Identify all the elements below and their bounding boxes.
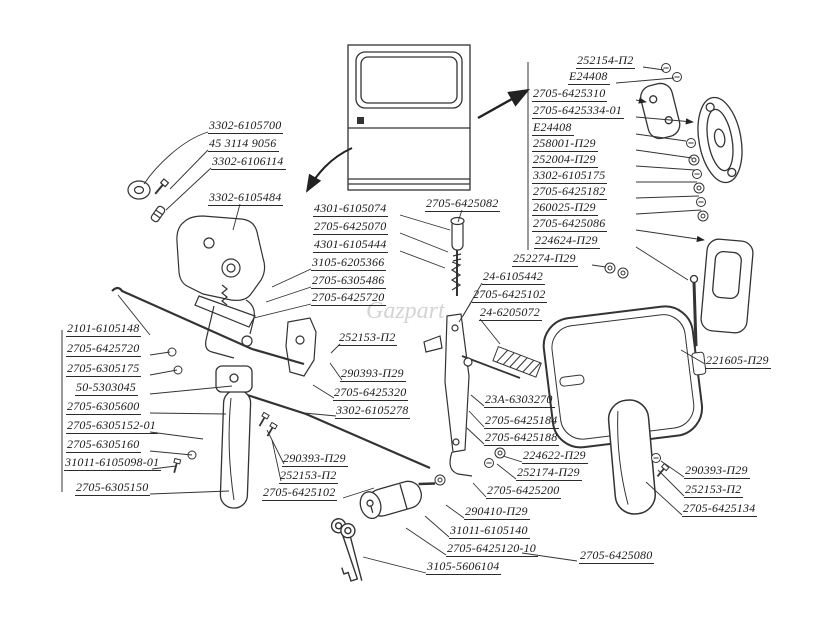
part-outer-handle-base-icon xyxy=(640,82,681,140)
part-label: 2705-6425720 xyxy=(66,341,142,358)
part-washer-screws-icon xyxy=(127,178,170,223)
part-label: 3302-6105700 xyxy=(208,118,284,135)
part-label: 221605-П29 xyxy=(705,353,771,370)
part-label: 3302-6105278 xyxy=(335,403,411,420)
part-hinge-bracket-icon xyxy=(681,238,754,355)
part-center-nuts-icon xyxy=(484,447,506,468)
part-lock-bracket-icon xyxy=(285,317,317,377)
part-label: 2705-6425720 xyxy=(311,290,387,307)
part-label: 2705-6305160 xyxy=(66,437,142,454)
part-label: 252153-П2 xyxy=(338,330,398,347)
part-label: 2705-6305152-01 xyxy=(66,418,158,435)
part-label: 252153-П2 xyxy=(279,468,339,485)
part-lock-knob-linkage-icon xyxy=(423,216,521,477)
part-label: 24-6205072 xyxy=(479,305,542,322)
part-label: 3105-5606104 xyxy=(426,559,502,576)
part-label: 290410-П29 xyxy=(464,504,530,521)
part-label: 2705-6305600 xyxy=(66,399,142,416)
part-door-pull-icon xyxy=(215,365,253,509)
part-label: 2705-6305150 xyxy=(75,480,151,497)
part-label: 2705-6425102 xyxy=(262,485,338,502)
part-lock-cylinder-icon xyxy=(359,480,436,520)
part-label: 2705-6425080 xyxy=(579,548,655,565)
part-link-rods-icon xyxy=(111,286,431,470)
part-label: 290393-П29 xyxy=(282,451,348,468)
part-label: 2705-6425184 xyxy=(484,413,560,430)
part-keys-icon xyxy=(330,518,363,582)
part-label: 290393-П29 xyxy=(340,366,406,383)
part-label: 2101-6105148 xyxy=(66,321,142,338)
part-handle-escutcheon-icon xyxy=(697,96,743,184)
part-label: 224622-П29 xyxy=(522,448,588,465)
part-label: 252153-П2 xyxy=(684,482,744,499)
part-lock-panel-icon xyxy=(542,305,707,449)
part-label: 260025-П29 xyxy=(532,200,598,217)
part-label: 258001-П29 xyxy=(532,136,598,153)
part-label: 252154-П2 xyxy=(576,53,636,70)
part-label: 252174-П29 xyxy=(516,465,582,482)
part-coil-spring-icon xyxy=(492,346,542,378)
part-label: 3105-6205366 xyxy=(311,255,387,272)
leader-lines xyxy=(117,66,706,574)
part-label: Е24408 xyxy=(532,120,574,137)
part-label: 224624-П29 xyxy=(534,233,600,250)
part-door-lock-assembly-icon xyxy=(176,215,266,359)
pointer-arrow-icons xyxy=(305,88,531,193)
label-bracket-lines xyxy=(61,62,529,492)
watermark: Gazpart xyxy=(366,298,446,324)
part-label: Е24408 xyxy=(568,69,610,86)
part-label: 31011-6105140 xyxy=(449,523,530,540)
part-sliding-door-icon xyxy=(347,44,471,191)
part-label: 290393-П29 xyxy=(684,463,750,480)
part-label: 2705-6425182 xyxy=(532,184,608,201)
part-label: 3302-6106114 xyxy=(211,154,286,171)
part-label: 2705-6425102 xyxy=(472,287,548,304)
part-label: 2705-6425070 xyxy=(313,219,389,236)
part-label: 2705-6425086 xyxy=(532,216,608,233)
part-label: 45 3114 9056 xyxy=(208,136,279,153)
part-label: 2705-6425188 xyxy=(484,430,560,447)
part-label: 24-6105442 xyxy=(482,269,545,286)
part-label: 2705-6425134 xyxy=(682,501,758,518)
part-label: 2705-6425120-10 xyxy=(446,541,538,558)
part-label: 2705-6425310 xyxy=(532,86,608,103)
part-label: 252004-П29 xyxy=(532,152,598,169)
part-label: 50-5303045 xyxy=(75,380,138,397)
part-label: 3302-6105484 xyxy=(208,190,284,207)
part-label: 3302-6105175 xyxy=(532,168,608,185)
part-label: 2705-6425200 xyxy=(486,483,562,500)
part-label: 2705-6425320 xyxy=(333,385,409,402)
part-label: 31011-6105098-01 xyxy=(64,455,162,472)
part-label: 2705-6425082 xyxy=(425,196,501,213)
part-label: 2705-6425334-01 xyxy=(532,103,624,120)
part-label: 23А-6303270 xyxy=(484,392,555,409)
part-cylinder-washer-icon xyxy=(434,474,446,486)
part-label: 2705-6305486 xyxy=(311,273,387,290)
part-label: 252274-П29 xyxy=(512,251,578,268)
part-label: 4301-6105444 xyxy=(313,237,389,254)
part-label: 2705-6305175 xyxy=(66,361,142,378)
part-label: 4301-6105074 xyxy=(313,201,389,218)
